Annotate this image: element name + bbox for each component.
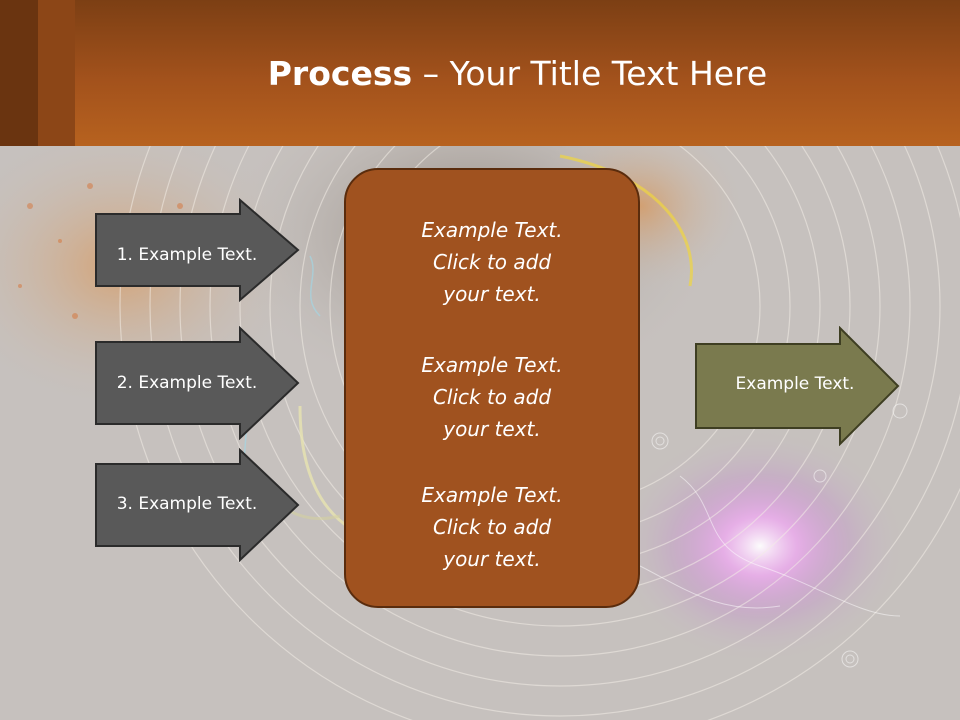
left-arrow-1[interactable]	[94, 198, 300, 302]
center-block-3: Example Text. Click to add your text.	[346, 479, 638, 575]
right-arrow-label: Example Text.	[735, 374, 855, 394]
center-block-2-line2: Click to add	[432, 385, 552, 409]
right-arrow[interactable]	[694, 326, 900, 446]
center-block-3-line2: Click to add	[432, 515, 552, 539]
title-rest: – Your Title Text Here	[412, 54, 768, 93]
slide-title[interactable]: Process – Your Title Text Here	[75, 52, 960, 96]
center-block-1: Example Text. Click to add your text.	[346, 214, 638, 310]
left-arrow-1-label: 1. Example Text.	[116, 245, 258, 265]
left-arrow-2[interactable]	[94, 326, 300, 440]
header-accent-dark	[0, 0, 38, 146]
center-text-box[interactable]: Example Text. Click to add your text. Ex…	[344, 168, 640, 608]
title-bold: Process	[267, 54, 413, 93]
center-block-1-line1: Example Text.	[421, 218, 563, 242]
title-bar: Process – Your Title Text Here	[0, 0, 960, 146]
center-block-1-line3: your text.	[443, 282, 541, 306]
center-block-3-line1: Example Text.	[421, 483, 563, 507]
left-arrow-2-label: 2. Example Text.	[116, 373, 258, 393]
center-block-2-line3: your text.	[443, 417, 541, 441]
center-block-2-line1: Example Text.	[421, 353, 563, 377]
center-block-2: Example Text. Click to add your text.	[346, 349, 638, 445]
left-arrow-3[interactable]	[94, 448, 300, 562]
center-block-1-line2: Click to add	[432, 250, 552, 274]
header-accent-medium	[38, 0, 75, 146]
left-arrow-3-label: 3. Example Text.	[116, 494, 258, 514]
center-block-3-line3: your text.	[443, 547, 541, 571]
